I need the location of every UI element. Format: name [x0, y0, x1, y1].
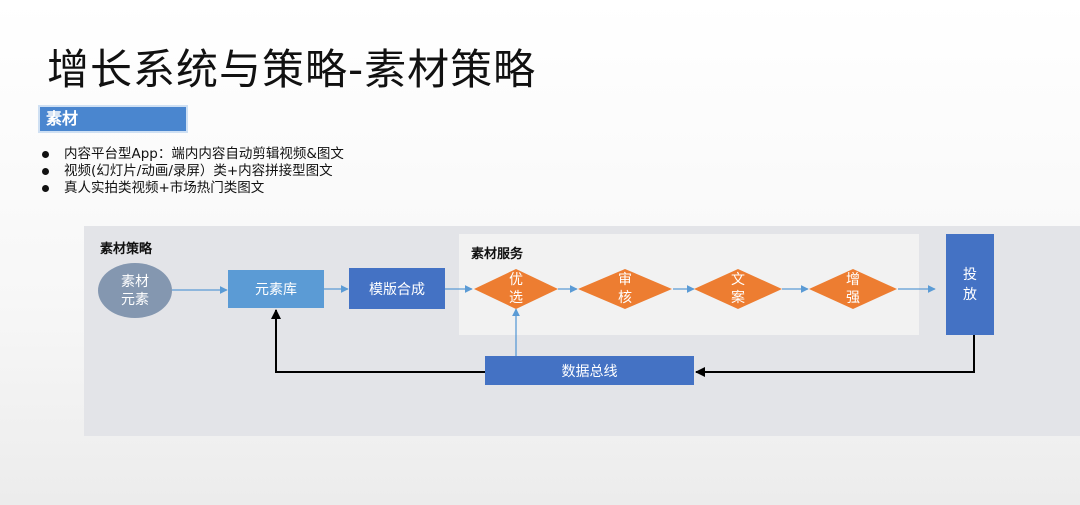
bullet-item: 视频(幻灯片/动画/录屏）类+内容拼接型图文	[40, 163, 344, 180]
bullet-item: 内容平台型App：端内内容自动剪辑视频&图文	[40, 146, 344, 163]
strategy-label: 素材策略	[100, 242, 153, 257]
delivery-node: 投 放	[946, 234, 994, 335]
element-library-node: 元素库	[228, 270, 324, 308]
review-step-label: 审 核	[618, 272, 632, 306]
service-label: 素材服务	[471, 247, 524, 262]
bullet-text: 真人实拍类视频+市场热门类图文	[64, 180, 265, 196]
delivery-label: 投 放	[963, 266, 977, 303]
material-element-label: 素材 元素	[121, 273, 149, 308]
select-step-label: 优 选	[509, 272, 523, 306]
diamond-enhance	[809, 269, 897, 309]
bullet-text: 内容平台型App：端内内容自动剪辑视频&图文	[64, 146, 344, 162]
bullet-item: 真人实拍类视频+市场热门类图文	[40, 180, 344, 197]
bullet-dot-icon	[42, 168, 49, 175]
copy-step-label: 文 案	[731, 272, 745, 306]
template-compose-node: 模版合成	[349, 268, 445, 309]
bullet-list: 内容平台型App：端内内容自动剪辑视频&图文 视频(幻灯片/动画/录屏）类+内容…	[40, 146, 344, 197]
material-element-node: 素材 元素	[98, 263, 172, 318]
bullet-dot-icon	[42, 151, 49, 158]
diamond-copy	[694, 269, 782, 309]
data-bus-node: 数据总线	[485, 356, 694, 385]
diamond-select	[474, 269, 558, 309]
element-library-label: 元素库	[255, 282, 297, 298]
arrow-bus-to-library	[271, 309, 485, 373]
arrow-delivery-to-bus	[695, 335, 975, 377]
data-bus-label: 数据总线	[561, 363, 618, 380]
template-compose-label: 模版合成	[369, 281, 425, 298]
section-badge: 素材	[38, 105, 188, 133]
bullet-dot-icon	[42, 185, 49, 192]
diamond-review	[578, 269, 672, 309]
bullet-text: 视频(幻灯片/动画/录屏）类+内容拼接型图文	[64, 163, 333, 179]
enhance-step-label: 增 强	[846, 272, 860, 306]
page-title: 增长系统与策略-素材策略	[47, 45, 537, 94]
